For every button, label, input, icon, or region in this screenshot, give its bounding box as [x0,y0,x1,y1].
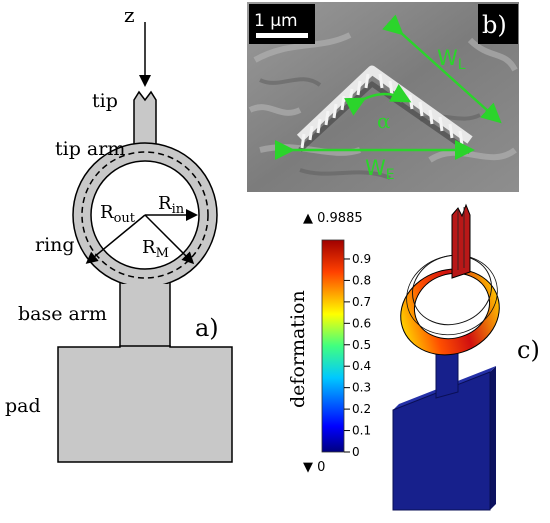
r-m-label: RM [142,237,169,261]
colorbar-tick-label: 0.7 [352,295,371,309]
scale-bar [256,33,308,38]
colorbar-tick-label: 0.1 [352,424,371,438]
colorbar-title: deformation [287,290,309,408]
panel-a-label: a) [195,314,219,342]
r-in-label: Rin [158,193,185,217]
colorbar-tick-label: 0.2 [352,402,371,416]
colorbar [321,239,345,453]
colorbar-tick-label: 0.9 [352,252,371,266]
alpha-label: α [377,109,391,133]
panel-b: 1 µm b) WL WE α [247,2,519,192]
pad-label: pad [5,395,41,417]
colorbar-ticks: 0.9 0.8 0.7 0.6 0.5 0.4 0.3 0.2 0.1 0 [344,252,371,459]
colorbar-max: ▲ 0.9885 [303,211,363,226]
we-label: WE [365,156,395,183]
wl-arrow [382,14,502,124]
tip-arm-wire [457,207,465,270]
wl-label: WL [437,46,466,73]
colorbar-min: ▼ 0 [303,460,325,475]
ring-3d-wire2 [406,254,498,336]
r-out-arrow [85,214,146,264]
r-out-label: Rout [100,202,136,226]
colorbar-tick-label: 0.3 [352,381,371,395]
r-m-arrow [144,214,195,265]
colorbar-tick-label: 0.8 [352,273,371,287]
base-arm-edges [119,282,171,347]
panel-a: z Rout Rin RM tip tip arm ring base arm … [5,3,233,463]
hair-chevron-shadow [298,81,472,155]
pad-3d-side [490,366,496,510]
colorbar-tick-label: 0.5 [352,338,371,352]
scale-bar-label: 1 µm [254,11,298,31]
colorbar-tick-label: 0.6 [352,316,371,330]
colorbar-tick-label: 0.4 [352,359,371,373]
pad-shape [57,345,233,463]
z-label: z [124,3,135,27]
tip-label: tip [92,90,118,112]
ring-label: ring [35,234,75,256]
base-arm-label: base arm [18,303,107,325]
panel-c: ▲ 0.9885 0.9 0.8 0.7 0.6 0.5 0.4 0.3 0.2 0.1 0 ▼ … [287,203,540,511]
colorbar-tick-label: 0 [352,445,360,459]
base-arm [120,284,170,348]
panel-c-label: c) [517,336,540,364]
alpha-arc [344,84,412,116]
tip-arm-label: tip arm [55,138,125,160]
tip-arm-3d [451,203,471,279]
ring-median [81,151,209,279]
panel-b-label: b) [482,11,507,39]
